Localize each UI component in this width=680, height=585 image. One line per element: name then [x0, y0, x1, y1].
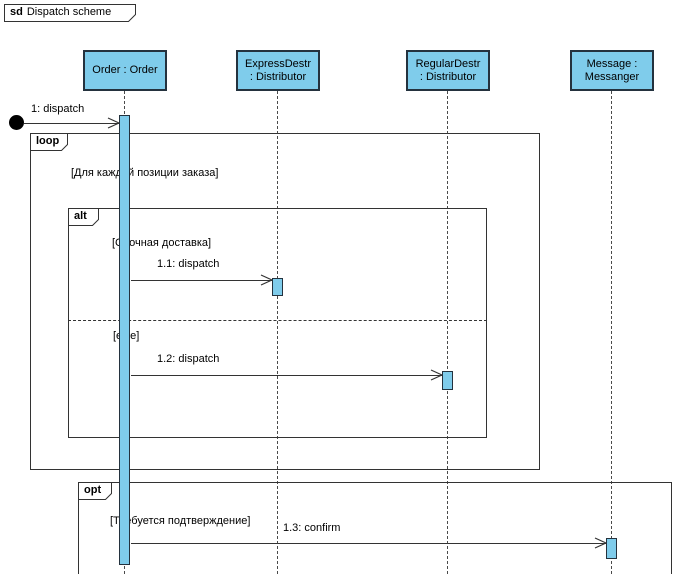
open-arrowhead-icon	[594, 537, 606, 549]
frame-keyword: sd	[10, 6, 23, 18]
opt-operator: opt	[84, 484, 102, 496]
open-arrowhead-icon	[430, 369, 442, 381]
lifeline-header-express[interactable]: ExpressDestr : Distributor	[236, 50, 320, 91]
frame-title: Dispatch scheme	[26, 6, 112, 18]
message-1-3-line[interactable]	[131, 543, 606, 544]
activation-message[interactable]	[606, 538, 617, 559]
loop-fragment[interactable]	[30, 133, 540, 470]
found-message-endpoint[interactable]	[9, 115, 24, 130]
alt-fragment-label[interactable]: alt	[68, 208, 99, 226]
pentagon-shape	[68, 208, 99, 226]
pentagon-shape	[78, 482, 112, 500]
lifeline-header-message[interactable]: Message : Messanger	[570, 50, 654, 91]
message-1-label[interactable]: 1: dispatch	[31, 103, 85, 115]
pentagon-shape	[4, 4, 136, 22]
lifeline-regular[interactable]	[447, 91, 448, 574]
alt-fragment[interactable]	[68, 208, 487, 438]
opt-fragment-label[interactable]: opt	[78, 482, 112, 500]
opt-fragment[interactable]	[78, 482, 672, 574]
activation-express[interactable]	[272, 278, 283, 296]
open-arrowhead-icon	[260, 274, 272, 286]
alt-operator: alt	[74, 210, 87, 222]
message-1-line[interactable]	[24, 123, 119, 124]
lifeline-express[interactable]	[277, 91, 278, 574]
activation-regular[interactable]	[442, 371, 453, 390]
lifeline-header-regular[interactable]: RegularDestr : Distributor	[406, 50, 490, 91]
opt-guard: [Требуется подтверждение]	[110, 515, 251, 527]
lifeline-name: RegularDestr : Distributor	[415, 57, 481, 83]
alt-separator	[68, 320, 487, 321]
loop-operator: loop	[36, 135, 60, 147]
open-arrowhead-icon	[107, 117, 119, 129]
message-1-2-line[interactable]	[131, 375, 442, 376]
message-1-2-label[interactable]: 1.2: dispatch	[157, 353, 220, 365]
message-1-3-label[interactable]: 1.3: confirm	[283, 522, 341, 534]
loop-fragment-label[interactable]: loop	[30, 133, 68, 151]
lifeline-name: Message : Messanger	[584, 57, 640, 83]
loop-guard: [Для каждой позиции заказа]	[71, 167, 219, 179]
pentagon-shape	[30, 133, 68, 151]
lifeline-message[interactable]	[611, 91, 612, 574]
lifeline-header-order[interactable]: Order : Order	[83, 50, 167, 91]
message-1-1-label[interactable]: 1.1: dispatch	[157, 258, 220, 270]
message-1-1-line[interactable]	[131, 280, 272, 281]
lifeline-name: ExpressDestr : Distributor	[244, 57, 312, 83]
lifeline-name: Order : Order	[92, 64, 158, 76]
activation-order[interactable]	[119, 115, 130, 565]
alt-guard-if: [Срочная доставка]	[112, 237, 212, 249]
